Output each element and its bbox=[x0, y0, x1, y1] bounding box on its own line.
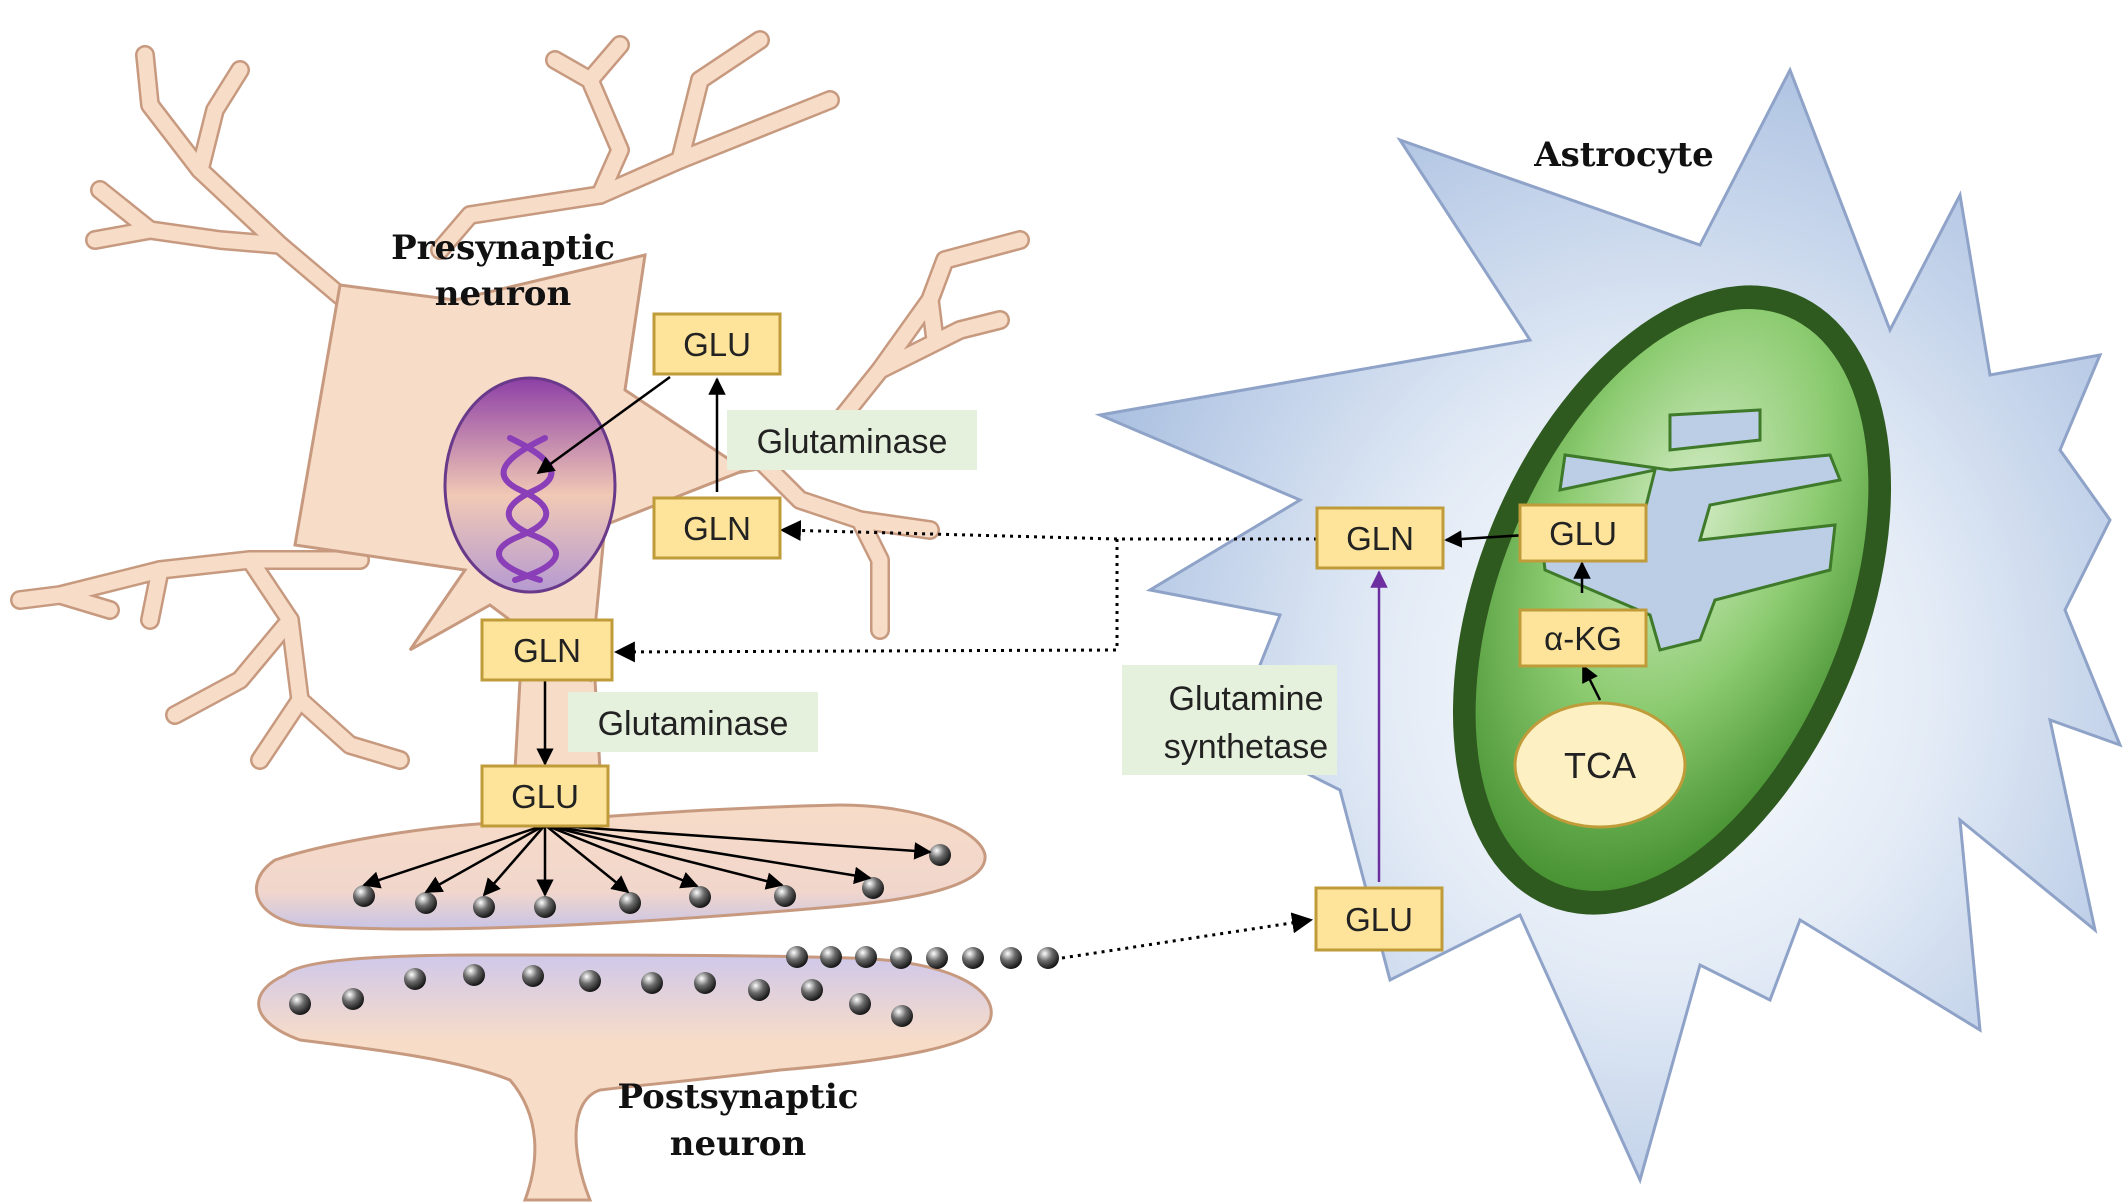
akg-label: α-KG bbox=[1544, 620, 1622, 657]
gln-bottom-label: GLN bbox=[513, 632, 581, 669]
gs-label-line1: Glutamine bbox=[1169, 680, 1324, 718]
gln-astro-label: GLN bbox=[1346, 520, 1414, 557]
solid-arrows bbox=[536, 375, 1602, 766]
receptor-dot bbox=[801, 979, 823, 1001]
glutaminase-top-label: Glutaminase bbox=[757, 423, 948, 461]
tca-cycle bbox=[1513, 701, 1687, 829]
box-glu-top: GLU bbox=[652, 312, 782, 376]
enzyme-glutaminase-bottom: Glutaminase bbox=[568, 692, 818, 752]
presynaptic-terminal bbox=[254, 803, 987, 931]
receptor-dot bbox=[404, 968, 426, 990]
glutamate-dot bbox=[855, 946, 877, 968]
arrow-glu-to-gln-astro bbox=[1444, 530, 1527, 548]
receptor-dot bbox=[342, 988, 364, 1010]
receptor-dot bbox=[694, 972, 716, 994]
glutamate-dot bbox=[786, 946, 808, 968]
glutaminase-bottom-label: Glutaminase bbox=[598, 705, 789, 743]
glutamate-dot bbox=[820, 946, 842, 968]
box-glu-axon: GLU bbox=[480, 764, 610, 828]
glutamate-dot bbox=[962, 947, 984, 969]
release-arrows bbox=[362, 823, 932, 897]
arrow-nucleus-to-glu bbox=[536, 375, 671, 475]
box-gln-bottom: GLN bbox=[480, 618, 614, 682]
glu-top-label: GLU bbox=[683, 326, 751, 363]
vesicle bbox=[689, 886, 711, 908]
vesicle bbox=[534, 896, 556, 918]
receptor-dot bbox=[289, 993, 311, 1015]
gs-label-line2: synthetase bbox=[1164, 728, 1328, 766]
glutamate-cleft bbox=[786, 946, 1059, 969]
glutamate-dot bbox=[1000, 947, 1022, 969]
receptor-dot bbox=[891, 1005, 913, 1027]
glutamate-dot bbox=[926, 947, 948, 969]
vesicle bbox=[619, 892, 641, 914]
astrocyte-title: Astrocyte bbox=[1533, 135, 1714, 175]
glutamate-dot bbox=[1037, 947, 1059, 969]
vesicle bbox=[929, 844, 951, 866]
postsynaptic-neuron bbox=[257, 953, 993, 1202]
vesicle bbox=[862, 877, 884, 899]
presynaptic-title-line2: neuron bbox=[435, 274, 571, 314]
vesicle bbox=[473, 896, 495, 918]
presynaptic-title-line1: Presynaptic bbox=[391, 228, 615, 268]
receptor-dot bbox=[748, 979, 770, 1001]
receptor-dot bbox=[641, 972, 663, 994]
glu-astro-bottom-label: GLU bbox=[1345, 901, 1413, 938]
postsynaptic-title-line2: neuron bbox=[670, 1124, 806, 1164]
vesicle bbox=[774, 885, 796, 907]
nucleus bbox=[443, 376, 617, 594]
vesicle bbox=[415, 892, 437, 914]
arrow-tca-to-akg bbox=[1581, 664, 1602, 701]
box-glu-astro-bottom: GLU bbox=[1314, 886, 1444, 952]
box-glu-mito: GLU bbox=[1518, 503, 1648, 563]
receptors-postsynaptic bbox=[289, 964, 913, 1027]
box-gln-astro: GLN bbox=[1315, 506, 1445, 570]
box-akg: α-KG bbox=[1518, 608, 1648, 668]
box-gln-right: GLN bbox=[652, 496, 782, 560]
vesicle bbox=[353, 885, 375, 907]
receptor-dot bbox=[522, 965, 544, 987]
glu-axon-label: GLU bbox=[511, 778, 579, 815]
receptor-dot bbox=[579, 970, 601, 992]
vesicles-presynaptic bbox=[353, 844, 951, 918]
dotted-arrows bbox=[613, 520, 1317, 960]
receptor-dot bbox=[849, 993, 871, 1015]
tca-label: TCA bbox=[1564, 745, 1636, 786]
postsynaptic-title-line1: Postsynaptic bbox=[618, 1077, 859, 1117]
glu-mito-label: GLU bbox=[1549, 515, 1617, 552]
arrow-cleft-to-astro bbox=[1061, 912, 1314, 960]
enzyme-glutamine-synthetase: Glutamine synthetase bbox=[1122, 665, 1337, 775]
enzyme-glutaminase-top: Glutaminase bbox=[727, 410, 977, 470]
glutamate-dot bbox=[890, 947, 912, 969]
gln-right-label: GLN bbox=[683, 510, 751, 547]
receptor-dot bbox=[463, 964, 485, 986]
cristae bbox=[1538, 408, 1843, 652]
